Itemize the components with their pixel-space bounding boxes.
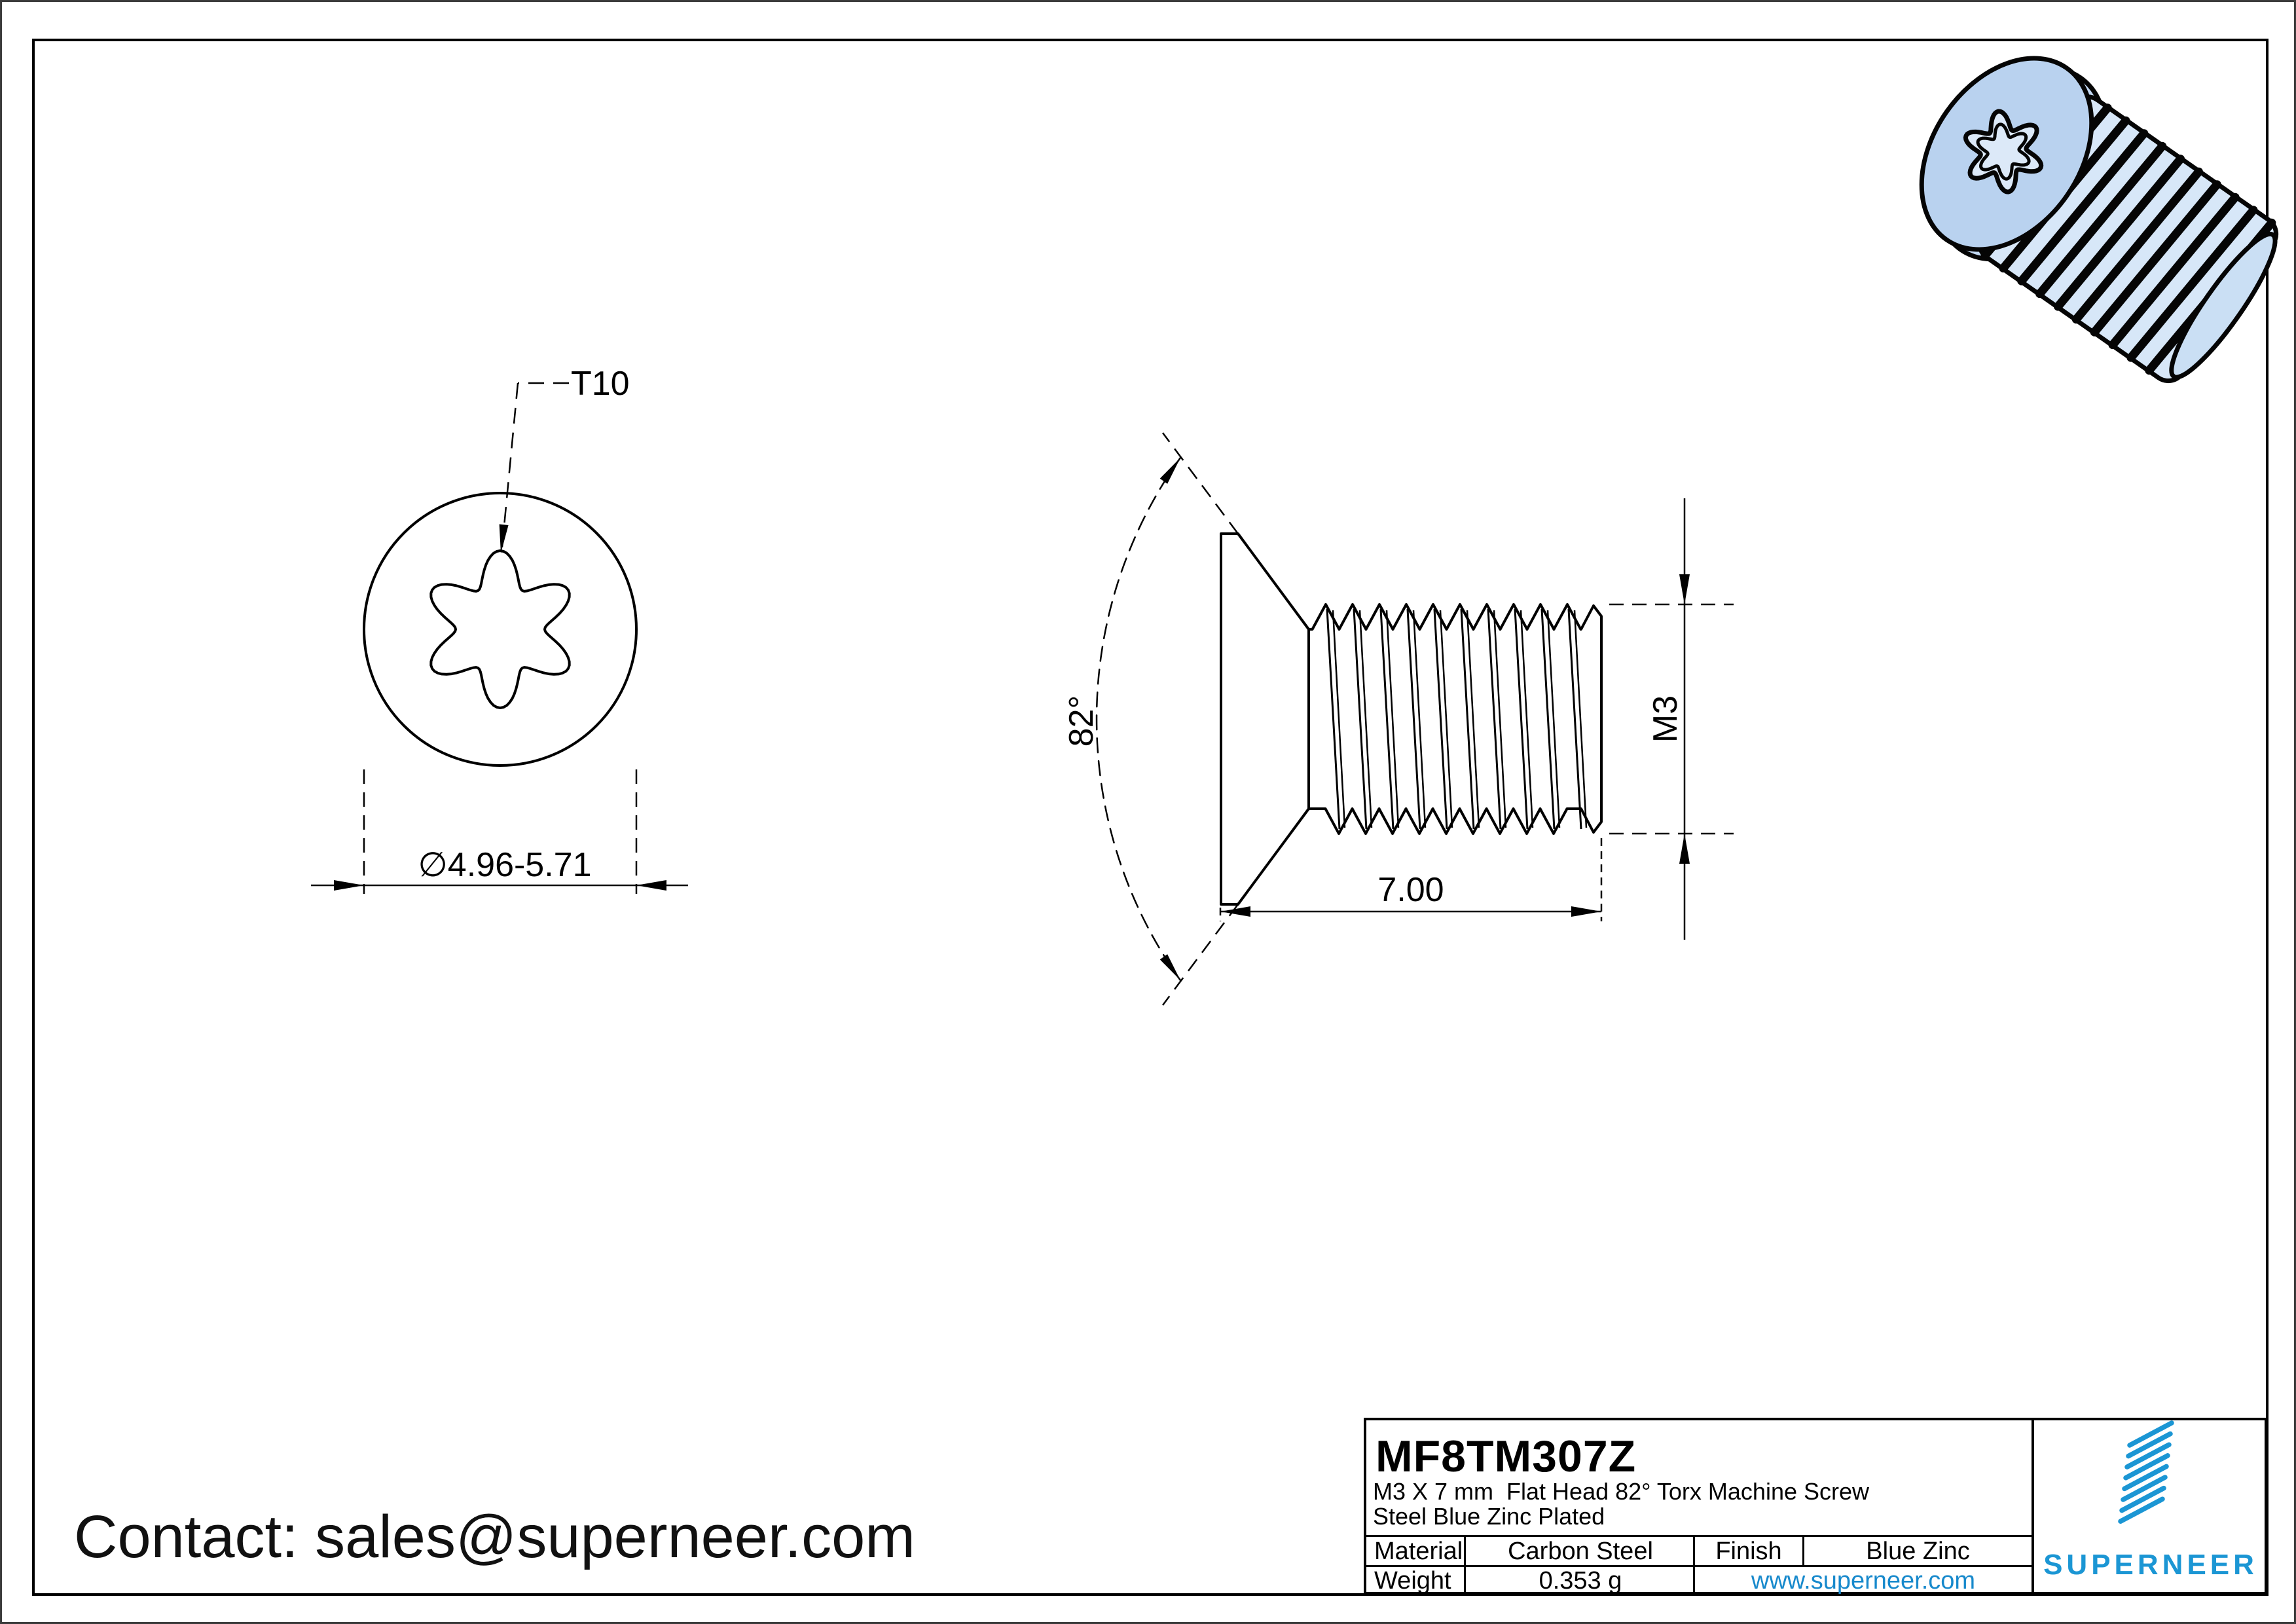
part-description-line1: M3 X 7 mm Flat Head 82° Torx Machine Scr… bbox=[1373, 1478, 1870, 1505]
website-link[interactable]: www.superneer.com bbox=[1751, 1567, 1976, 1595]
title-block-row-divider bbox=[1366, 1535, 2032, 1537]
torx-size-label: T10 bbox=[571, 365, 630, 403]
brand-name: SUPERNEER bbox=[2043, 1549, 2258, 1581]
part-description-line2: Steel Blue Zinc Plated bbox=[1373, 1503, 1605, 1530]
material-value: Carbon Steel bbox=[1468, 1537, 1695, 1565]
screw-3d-render bbox=[1919, 56, 2279, 384]
finish-label: Finish bbox=[1695, 1537, 1804, 1565]
countersink-angle-dimension: 82° bbox=[1063, 695, 1101, 747]
part-number: MF8TM307Z bbox=[1376, 1431, 1637, 1481]
title-block-divider bbox=[2032, 1420, 2034, 1592]
contact-email: Contact: sales@superneer.com bbox=[74, 1504, 915, 1570]
weight-value: 0.353 g bbox=[1468, 1567, 1695, 1595]
drawing-geometry bbox=[32, 39, 2269, 1596]
thread-size-dimension: M3 bbox=[1647, 695, 1685, 743]
superneer-logo-icon bbox=[2118, 1420, 2174, 1524]
weight-label: Weight bbox=[1366, 1567, 1466, 1595]
head-diameter-dimension: ∅4.96-5.71 bbox=[418, 846, 591, 884]
title-block: MF8TM307Z M3 X 7 mm Flat Head 82° Torx M… bbox=[1364, 1418, 2267, 1595]
length-dimension: 7.00 bbox=[1377, 871, 1444, 909]
finish-value: Blue Zinc bbox=[1866, 1538, 1970, 1565]
title-block-row-divider bbox=[1366, 1565, 2032, 1567]
material-label: Material bbox=[1366, 1537, 1466, 1565]
